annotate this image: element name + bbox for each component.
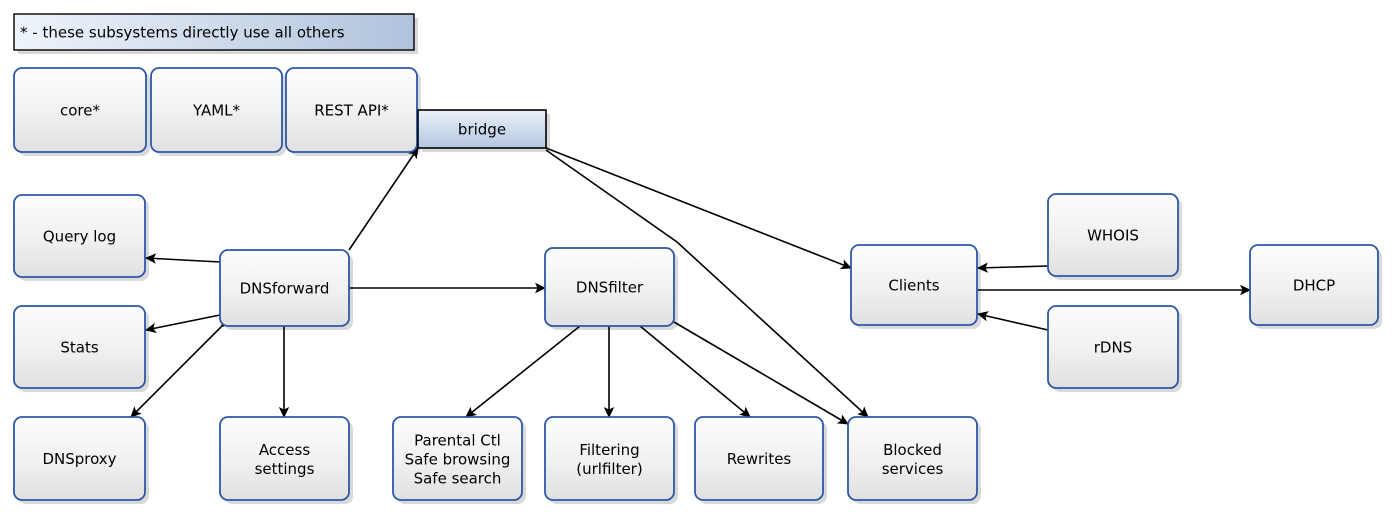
node-stats[interactable]: Stats — [13, 305, 146, 389]
node-label-line: Safe search — [414, 469, 502, 487]
node-yaml[interactable]: YAML* — [150, 67, 283, 153]
node-box-whois[interactable] — [1047, 193, 1179, 277]
node-box-rdns[interactable] — [1047, 305, 1179, 389]
node-box-clients[interactable] — [850, 244, 978, 326]
node-label-bridge: bridge — [458, 121, 506, 139]
node-whois[interactable]: WHOIS — [1047, 193, 1179, 277]
node-dnsfilter[interactable]: DNSfilter — [544, 247, 675, 327]
node-label-line: Access — [259, 441, 311, 459]
legend-text: * - these subsystems directly use all ot… — [20, 24, 345, 42]
node-label-line: Blocked — [883, 441, 942, 459]
node-querylog[interactable]: Query log — [13, 194, 146, 278]
node-box-core[interactable] — [13, 67, 147, 153]
node-box-dhcp[interactable] — [1249, 244, 1379, 326]
node-box-yaml[interactable] — [150, 67, 283, 153]
edge-dnsfilter-to-blocked — [673, 321, 849, 425]
node-clients[interactable]: Clients — [850, 244, 978, 326]
node-box-stats[interactable] — [13, 305, 146, 389]
node-label-rewrites: Rewrites — [727, 450, 792, 468]
edge-rdns-to-clients — [977, 311, 1049, 331]
node-label-restapi: REST API* — [314, 102, 389, 120]
node-box-blocked[interactable] — [847, 416, 978, 501]
edge-dnsfilter-to-parental — [465, 325, 581, 418]
node-dnsforward[interactable]: DNSforward — [219, 249, 350, 327]
node-box-rewrites[interactable] — [694, 416, 824, 501]
node-dnsproxy[interactable]: DNSproxy — [13, 416, 146, 501]
node-label-dhcp: DHCP — [1293, 277, 1335, 295]
node-label-line: settings — [255, 460, 315, 478]
node-label-filtering: Filtering(urlfilter) — [576, 441, 642, 478]
node-layer: * - these subsystems directly use all ot… — [13, 13, 1379, 501]
node-rewrites[interactable]: Rewrites — [694, 416, 824, 501]
edge-dnsforward-to-querylog — [145, 253, 221, 264]
edge-bridge-to-clients — [545, 147, 852, 270]
node-box-dnsfilter[interactable] — [544, 247, 675, 327]
node-label-line: Filtering — [579, 441, 639, 459]
node-label-rdns: rDNS — [1094, 339, 1132, 357]
node-label-dnsproxy: DNSproxy — [42, 450, 116, 468]
node-box-parental[interactable] — [392, 416, 523, 501]
node-box-restapi[interactable] — [285, 67, 418, 153]
node-box-access[interactable] — [219, 416, 350, 501]
node-box-querylog[interactable] — [13, 194, 146, 278]
node-label-dnsforward: DNSforward — [240, 280, 330, 298]
node-bridge[interactable]: bridge — [417, 109, 547, 149]
node-label-clients: Clients — [888, 277, 939, 295]
edge-dnsforward-to-bridge — [348, 147, 419, 251]
edge-dnsforward-to-dnsproxy — [130, 316, 232, 418]
node-dhcp[interactable]: DHCP — [1249, 244, 1379, 326]
edge-dnsforward-to-stats — [145, 314, 221, 334]
edge-bridge-to-blocked — [545, 149, 869, 418]
node-label-line: services — [882, 460, 944, 478]
node-label-stats: Stats — [60, 339, 98, 357]
edge-layer — [130, 147, 1251, 425]
node-label-line: Safe browsing — [405, 450, 511, 468]
legend-box — [13, 13, 415, 51]
node-filtering[interactable]: Filtering(urlfilter) — [544, 416, 675, 501]
node-label-line: (urlfilter) — [576, 460, 642, 478]
node-label-core: core* — [60, 102, 100, 120]
node-label-dnsfilter: DNSfilter — [576, 279, 644, 297]
node-box-bridge[interactable] — [417, 109, 547, 149]
node-rdns[interactable]: rDNS — [1047, 305, 1179, 389]
node-core[interactable]: core* — [13, 67, 147, 153]
edge-dnsfilter-to-rewrites — [639, 325, 751, 418]
edge-whois-to-clients — [977, 262, 1049, 273]
node-label-whois: WHOIS — [1087, 227, 1139, 245]
legend-note: * - these subsystems directly use all ot… — [13, 13, 415, 51]
node-restapi[interactable]: REST API* — [285, 67, 418, 153]
node-label-yaml: YAML* — [192, 102, 241, 120]
node-box-filtering[interactable] — [544, 416, 675, 501]
node-label-querylog: Query log — [43, 228, 116, 246]
node-box-dnsproxy[interactable] — [13, 416, 146, 501]
node-box-dnsforward[interactable] — [219, 249, 350, 327]
node-label-line: Parental Ctl — [414, 431, 501, 449]
